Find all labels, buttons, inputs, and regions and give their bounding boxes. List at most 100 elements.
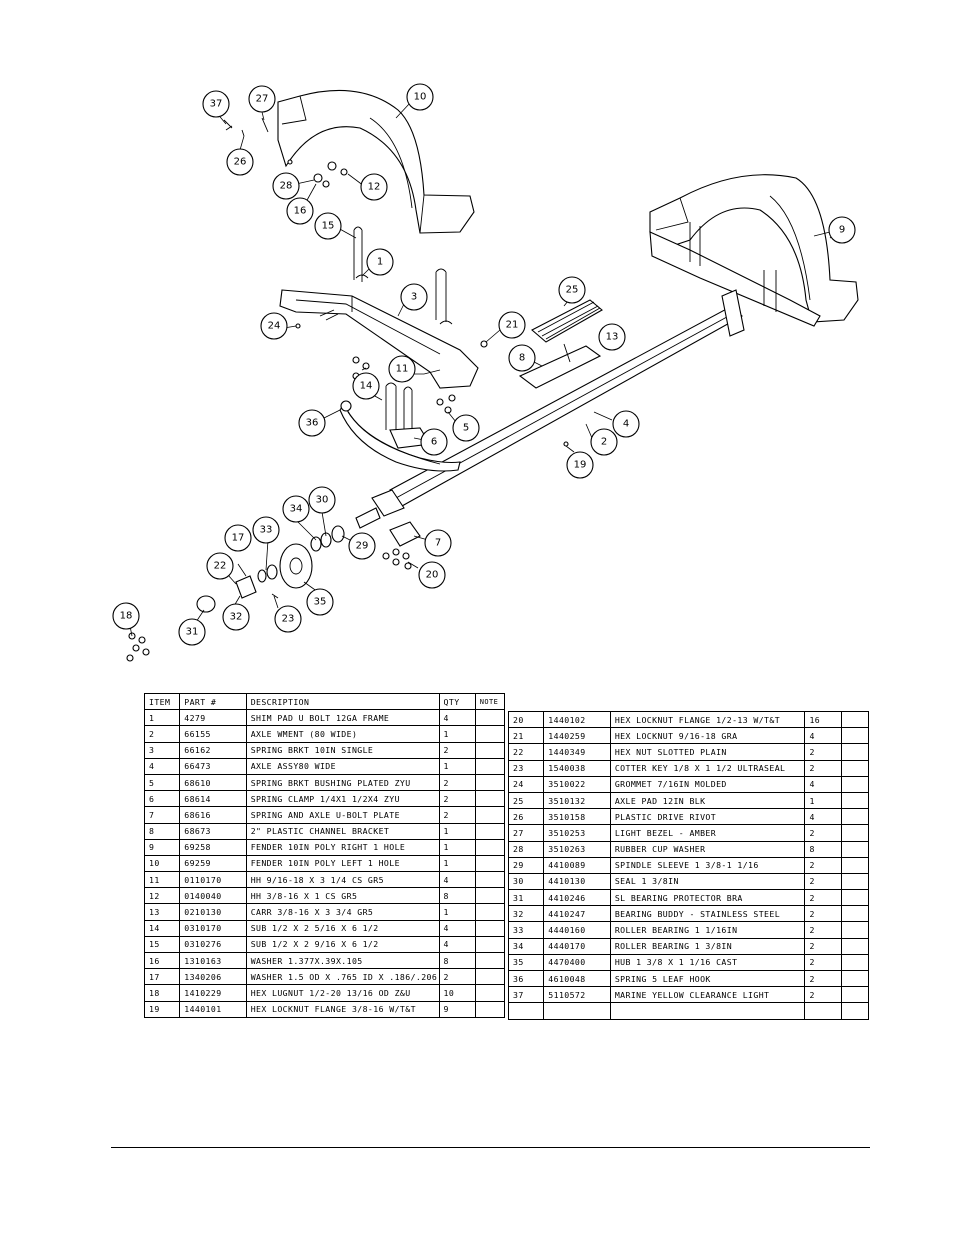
callout-8: 8 xyxy=(508,344,536,372)
cell-description: HUB 1 3/8 X 1 1/16 CAST xyxy=(609,953,806,972)
cell-item: 4 xyxy=(143,757,181,775)
svg-text:5: 5 xyxy=(463,423,469,434)
svg-text:19: 19 xyxy=(574,460,587,471)
callout-20: 20 xyxy=(418,561,446,589)
cell-item: 14 xyxy=(143,919,181,937)
cell-item: 20 xyxy=(507,710,545,729)
cell-description: HEX LOCKNUT FLANGE 1/2-13 W/T&T xyxy=(609,710,806,729)
header-part: PART # xyxy=(179,692,247,711)
cell-description: LIGHT BEZEL - AMBER xyxy=(609,824,806,842)
svg-text:2: 2 xyxy=(601,437,607,448)
cell-description: SEAL 1 3/8IN xyxy=(609,872,806,891)
cell-item: 27 xyxy=(507,824,545,842)
cell-item: 12 xyxy=(143,887,181,905)
cell-qty: 2 xyxy=(804,905,842,923)
cell-part: 0110170 xyxy=(179,871,247,889)
cell-part: 1440259 xyxy=(543,727,611,745)
cell-note xyxy=(474,806,506,824)
cell-qty: 4 xyxy=(804,727,842,745)
cell-note xyxy=(840,872,870,891)
svg-text:27: 27 xyxy=(256,94,269,105)
callout-27: 27 xyxy=(248,85,276,113)
cell-description: ROLLER BEARING 1 3/8IN xyxy=(609,937,806,955)
cell-note xyxy=(840,743,870,761)
cell-part: 68614 xyxy=(179,790,247,808)
callout-17: 17 xyxy=(224,524,252,552)
cell-item xyxy=(507,1002,545,1020)
callout-26: 26 xyxy=(226,148,254,176)
callout-28: 28 xyxy=(272,172,300,200)
cell-description: SPRING BRKT BUSHING PLATED ZYU xyxy=(245,773,440,792)
cell-description: SUB 1/2 X 2 5/16 X 6 1/2 xyxy=(245,919,440,937)
cell-note xyxy=(474,935,506,954)
cell-item: 16 xyxy=(143,951,181,970)
cell-item: 24 xyxy=(507,775,545,793)
cell-qty: 1 xyxy=(438,903,476,921)
cell-item: 2 xyxy=(143,725,181,743)
svg-text:31: 31 xyxy=(186,627,199,638)
cell-qty: 2 xyxy=(438,968,476,986)
cell-description: BEARING BUDDY - STAINLESS STEEL xyxy=(609,905,806,923)
cell-item: 3 xyxy=(143,741,181,759)
cell-part: 4440160 xyxy=(543,921,611,939)
cell-note xyxy=(474,790,506,808)
callout-1: 1 xyxy=(366,248,394,276)
cell-qty: 4 xyxy=(804,775,842,793)
svg-text:12: 12 xyxy=(368,182,381,193)
svg-text:32: 32 xyxy=(230,612,243,623)
cell-description: AXLE PAD 12IN BLK xyxy=(609,791,806,810)
exploded-assembly-diagram: 10 9 1 3 4 2 5 6 7 8 11 12 13 14 15 16 1… xyxy=(112,83,859,662)
callout-7: 7 xyxy=(424,529,452,557)
svg-text:28: 28 xyxy=(280,181,293,192)
leaf-spring xyxy=(339,400,461,472)
callout-6: 6 xyxy=(420,428,448,456)
cell-note xyxy=(840,905,870,923)
callout-31: 31 xyxy=(178,618,206,646)
cell-note xyxy=(474,919,506,937)
cell-note xyxy=(474,887,506,905)
svg-text:26: 26 xyxy=(234,157,247,168)
cell-description: RUBBER CUP WASHER xyxy=(609,840,806,858)
cell-qty: 1 xyxy=(438,725,476,743)
header-description: DESCRIPTION xyxy=(245,692,440,711)
cell-item: 6 xyxy=(143,790,181,808)
cell-description: PLASTIC DRIVE RIVOT xyxy=(609,808,806,826)
svg-text:22: 22 xyxy=(214,561,227,572)
cell-item: 18 xyxy=(143,984,181,1002)
cell-part: 68673 xyxy=(179,822,247,840)
callout-25: 25 xyxy=(558,276,586,304)
cell-item: 35 xyxy=(507,953,545,972)
callout-22: 22 xyxy=(206,552,234,580)
cell-item: 1 xyxy=(143,709,181,727)
cell-note xyxy=(840,856,870,874)
cell-qty: 16 xyxy=(804,710,842,729)
cell-part: 66155 xyxy=(179,725,247,743)
callout-13: 13 xyxy=(598,323,626,351)
svg-text:33: 33 xyxy=(260,525,273,536)
cell-note xyxy=(474,757,506,775)
cell-qty: 8 xyxy=(438,951,476,970)
header-item: ITEM xyxy=(143,692,181,711)
callout-15: 15 xyxy=(314,212,342,240)
cell-qty: 2 xyxy=(804,937,842,955)
cell-description: HH 3/8-16 X 1 CS GR5 xyxy=(245,887,440,905)
cell-part: 0210130 xyxy=(179,903,247,921)
cell-note xyxy=(840,759,870,777)
cell-description xyxy=(609,1002,806,1020)
cell-description: SPRING AND AXLE U-BOLT PLATE xyxy=(245,806,440,824)
cell-qty: 2 xyxy=(804,759,842,777)
cell-item: 7 xyxy=(143,806,181,824)
